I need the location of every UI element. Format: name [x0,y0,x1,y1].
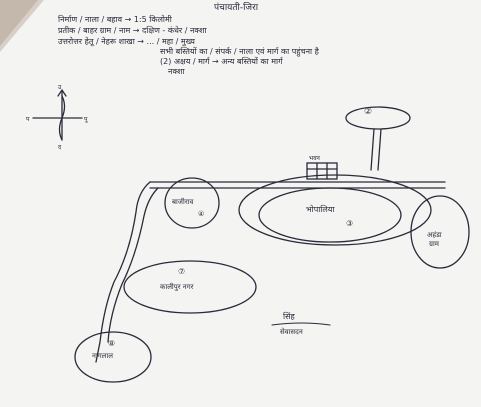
compass-south-label: द [58,144,62,151]
compass-rose-icon [32,88,83,141]
center-hamlet-boundary [258,187,402,243]
mid-left-hamlet-boundary [123,260,257,314]
mid-left-hamlet-number: ⑦ [178,267,185,276]
folded-page-corner-shadow [0,0,38,46]
signature-bottom: सेवासदन [280,327,303,336]
left-hamlet-number: ④ [198,210,204,218]
bottom-hamlet-number: ⑧ [108,339,115,348]
center-hamlet-label: भोपालिया [306,204,335,214]
top-settlement-label: ② [364,107,372,117]
compass-west-label: प [26,116,30,123]
compass-north-label: उ [58,84,62,91]
right-hamlet-label: अहंडा [427,231,442,239]
mid-left-hamlet-label: कालीपुर नगर [160,282,194,291]
note-line-5: (2) अक्षय / मार्ग → अन्य बस्तियों का मार… [160,57,283,66]
note-line-2: प्रतीक / बाहर ग्राम / नाम → दक्षिण - कंध… [58,26,207,35]
center-hamlet-number: ③ [346,219,353,228]
compass-east-label: पू [84,116,88,123]
building-label: भवन [309,155,321,162]
left-hamlet-label: बाजीराव [172,197,193,206]
signature-top: सिंह [283,311,295,321]
note-line-6: नक्शा [168,67,185,76]
note-line-3: उत्तरोत्तर हेतू / नेहरू शाखा → ... / महा… [58,37,195,46]
note-line-1: निर्माण / नाला / बहाव → 1:5 किलोमी [58,15,172,24]
note-line-4: सभी बस्तियों का / संपर्क / नाला एवं मार्… [160,47,319,56]
left-hamlet-boundary [164,177,220,229]
building-icon [306,162,338,180]
top-settlement-boundary [345,106,411,130]
page-title: पंचायती-जिरा [214,3,259,13]
right-hamlet-sublabel: ग्राम [429,240,440,248]
bottom-hamlet-label: नागलाल [92,352,113,360]
bottom-hamlet-boundary [74,331,152,383]
right-hamlet-boundary [410,195,470,269]
